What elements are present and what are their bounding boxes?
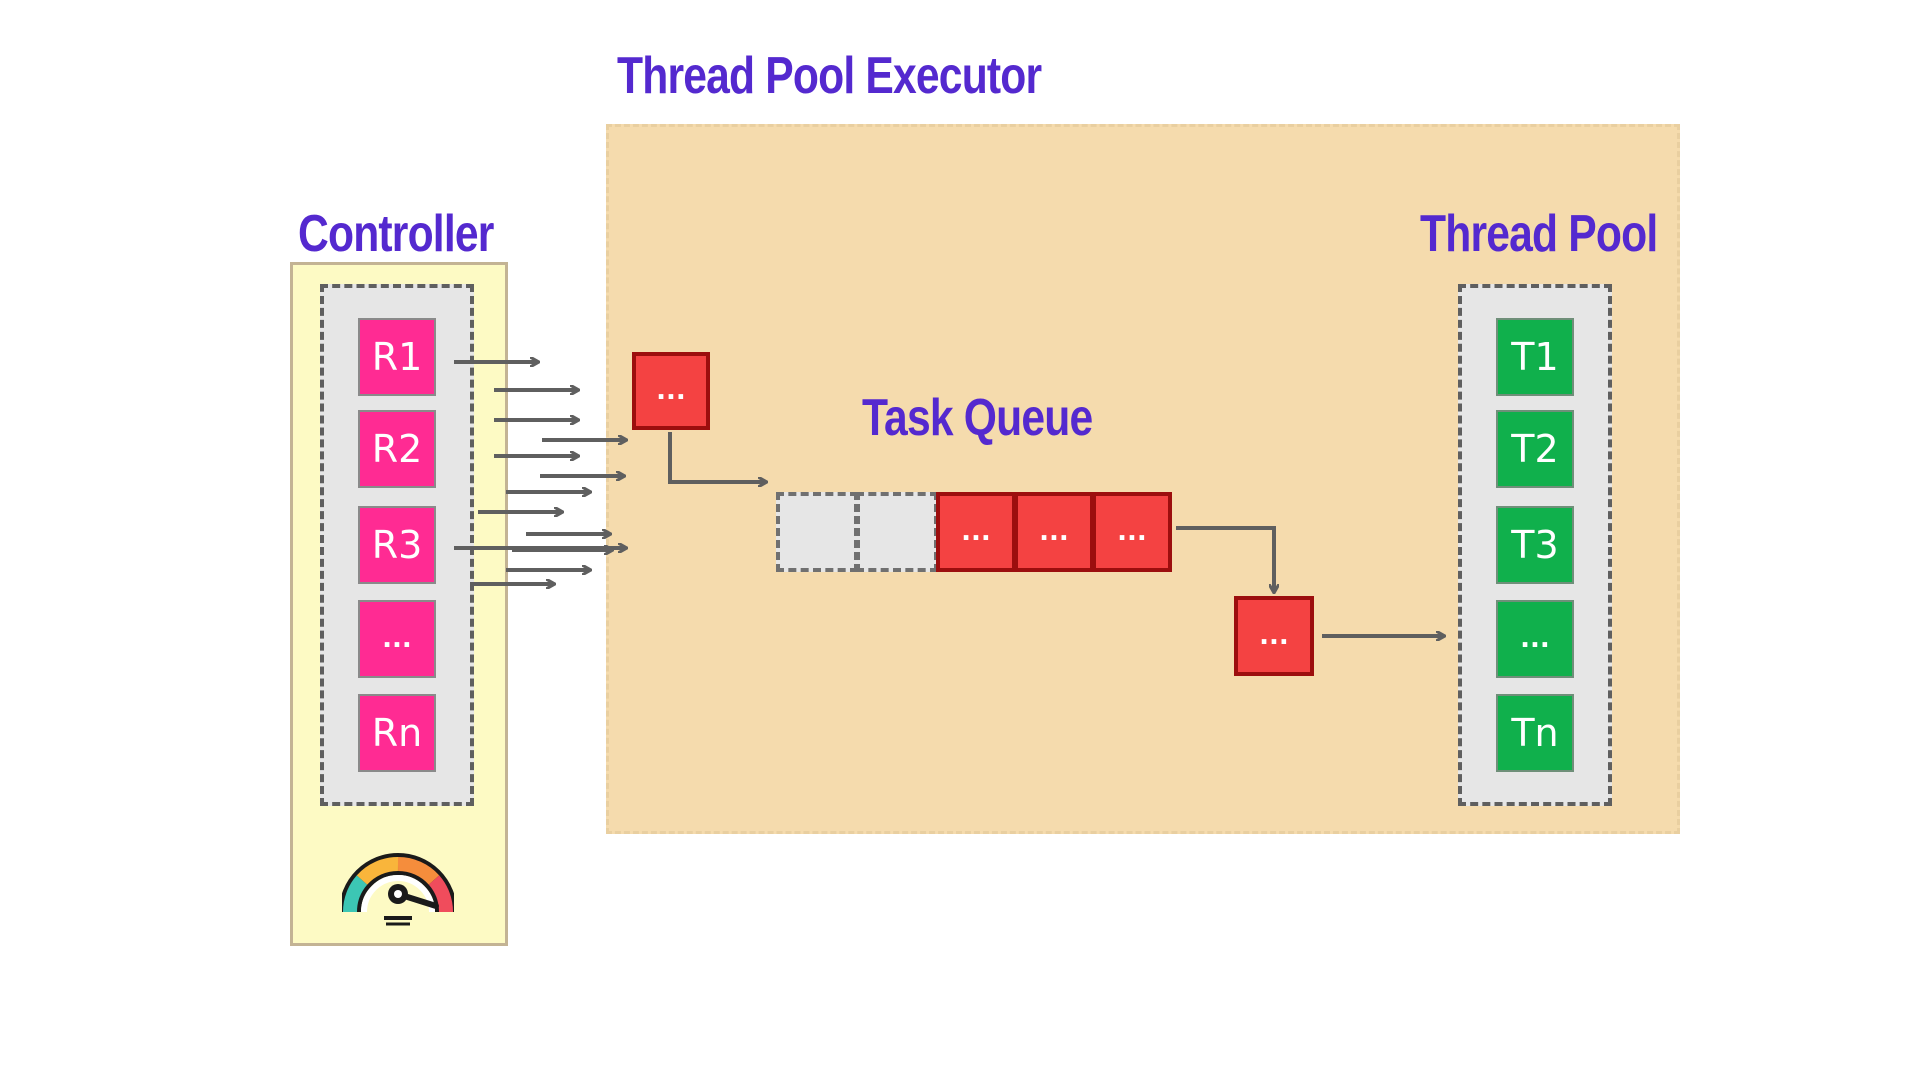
task-queue-title: Task Queue — [862, 389, 1093, 447]
thread-box: Tn — [1496, 694, 1574, 772]
thread-box: T3 — [1496, 506, 1574, 584]
incoming-task-box: ... — [632, 352, 710, 430]
queued-task-box: ... — [1092, 492, 1172, 572]
speedometer-icon — [342, 853, 454, 926]
dispatched-task-box: ... — [1234, 596, 1314, 676]
request-box: R2 — [358, 410, 436, 488]
queue-empty-slot — [856, 492, 938, 572]
thread-pool-title: Thread Pool — [1420, 205, 1658, 263]
enqueue-arrow — [668, 432, 766, 482]
request-box: ... — [358, 600, 436, 678]
dequeue-arrow — [1176, 526, 1274, 592]
thread-box: ... — [1496, 600, 1574, 678]
thread-box: T1 — [1496, 318, 1574, 396]
request-box: R3 — [358, 506, 436, 584]
request-box: Rn — [358, 694, 436, 772]
controller-title: Controller — [298, 205, 494, 263]
executor-title: Thread Pool Executor — [617, 47, 1042, 105]
request-box: R1 — [358, 318, 436, 396]
thread-box: T2 — [1496, 410, 1574, 488]
